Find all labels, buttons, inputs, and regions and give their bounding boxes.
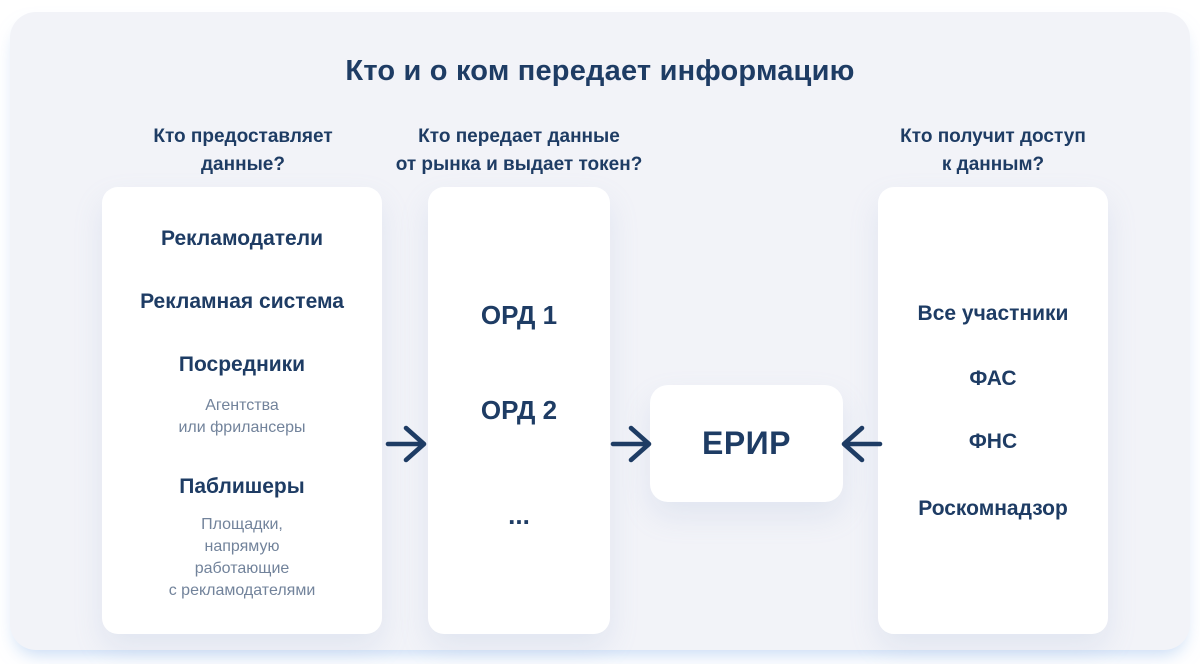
sublabel-line: с рекламодателями [168, 582, 316, 599]
ord-item-1: ОРД 1 [480, 300, 558, 330]
erir-node: ЕРИР [650, 385, 843, 502]
provider-sublabel-agencies: Агентства или фрилансеры [102, 395, 382, 439]
card-recipients: Все участники ФАС ФНС Роскомнадзор [878, 187, 1108, 634]
ord-item-more: ... [508, 500, 530, 530]
header-line: от рынка и выдает токен? [395, 154, 643, 175]
recipient-item-all-participants: Все участники [917, 302, 1069, 325]
diagram-canvas: Кто и о ком передает информацию Кто пред… [10, 12, 1190, 650]
arrow-providers-to-ord-icon [385, 424, 431, 464]
column-header-recipients: Кто получит доступ к данным? [863, 123, 1123, 179]
provider-item-advertisers: Рекламодатели [161, 227, 323, 250]
recipient-item-roskomnadzor: Роскомнадзор [918, 497, 1068, 520]
sublabel-line: или фрилансеры [178, 419, 306, 436]
header-line: к данным? [941, 154, 1045, 175]
provider-item-publishers: Паблишеры [179, 475, 305, 498]
column-header-ord: Кто передает данные от рынка и выдает то… [389, 123, 649, 179]
column-header-providers: Кто предоставляет данные? [113, 123, 373, 179]
sublabel-line: работающие [194, 560, 290, 577]
provider-item-intermediaries: Посредники [178, 353, 306, 376]
header-line: Кто получит доступ [900, 126, 1086, 147]
header-line: Кто предоставляет [153, 126, 333, 147]
arrow-recipients-to-erir-icon [837, 424, 883, 464]
ord-item-2: ОРД 2 [480, 395, 558, 425]
card-ord: ОРД 1 ОРД 2 ... [428, 187, 610, 634]
recipient-item-fas: ФАС [969, 367, 1017, 390]
provider-item-ad-system: Рекламная система [140, 290, 344, 313]
arrow-ord-to-erir-icon [610, 424, 656, 464]
sublabel-line: Площадки, [201, 516, 283, 533]
page-title: Кто и о ком передает информацию [345, 55, 855, 87]
sublabel-line: Агентства [205, 397, 279, 414]
erir-label: ЕРИР [701, 425, 792, 461]
header-line: данные? [201, 154, 285, 175]
card-providers: Рекламодатели Рекламная система Посредни… [102, 187, 382, 634]
recipient-item-fns: ФНС [968, 430, 1018, 453]
provider-sublabel-platforms: Площадки, напрямую работающие с рекламод… [102, 514, 382, 602]
sublabel-line: напрямую [204, 538, 280, 555]
header-line: Кто передает данные [418, 126, 620, 147]
